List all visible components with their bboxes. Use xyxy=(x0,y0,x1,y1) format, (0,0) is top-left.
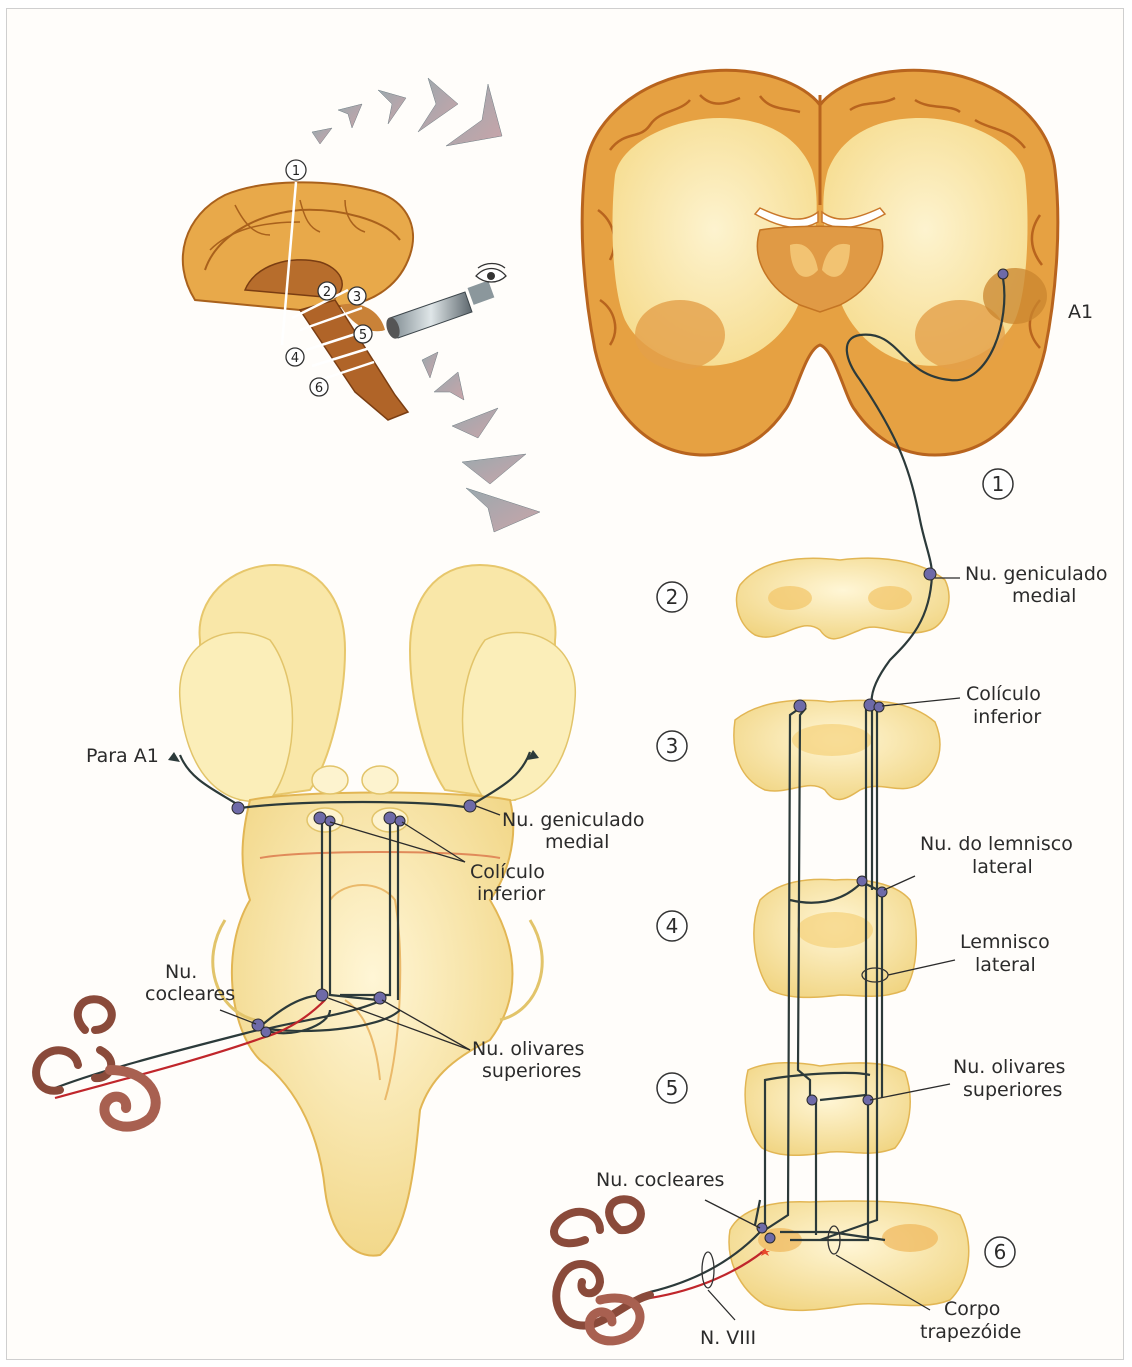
svg-text:3: 3 xyxy=(353,290,361,305)
svg-text:2: 2 xyxy=(666,585,679,609)
inset-section-number-4: 4 xyxy=(286,348,304,366)
svg-text:5: 5 xyxy=(666,1076,679,1100)
lemnisco-nucleo-label-line2: lateral xyxy=(972,856,1033,878)
svg-text:1: 1 xyxy=(292,164,300,179)
inset-section-number-1: 1 xyxy=(286,160,306,180)
cochlea-left xyxy=(36,999,156,1126)
brainstem-dorsal-view xyxy=(180,565,576,1256)
inset-section-number-6: 6 xyxy=(310,378,328,396)
geniculado-left-label-line1: Nu. geniculado xyxy=(502,809,645,831)
coliculo-right-label-line1: Colículo xyxy=(966,683,1041,705)
svg-text:6: 6 xyxy=(994,1240,1007,1264)
corpo-trapezoide-label-line1: Corpo xyxy=(944,1298,1000,1320)
geniculado-left-label-line2: medial xyxy=(545,831,609,853)
section-number-1: 1 xyxy=(983,469,1013,499)
cocleares-right-label: Nu. cocleares xyxy=(596,1169,724,1191)
olivares-right-label-line1: Nu. olivares xyxy=(953,1056,1065,1078)
eye-icon xyxy=(476,264,506,283)
svg-text:4: 4 xyxy=(666,914,679,938)
lemnisco-lateral-label-line2: lateral xyxy=(975,954,1036,976)
coliculo-left-label-line1: Colículo xyxy=(470,861,545,883)
svg-text:3: 3 xyxy=(666,734,679,758)
olivares-left-label-line2: superiores xyxy=(482,1060,581,1082)
coronal-section-1 xyxy=(582,70,1058,455)
section-number-5: 5 xyxy=(657,1073,687,1103)
inset-section-number-2: 2 xyxy=(318,282,336,300)
section-4 xyxy=(754,879,916,997)
sagittal-brain-inset: 1 2 3 4 5 6 xyxy=(183,160,413,420)
olivares-right-label-line2: superiores xyxy=(963,1079,1062,1101)
para-a1-label: Para A1 xyxy=(86,745,159,767)
inset-section-number-5: 5 xyxy=(354,325,372,343)
lemnisco-lateral-label-line1: Lemnisco xyxy=(960,931,1050,953)
cocleares-left-label-line2: cocleares xyxy=(145,983,235,1005)
svg-text:6: 6 xyxy=(315,381,323,396)
section-number-2: 2 xyxy=(657,582,687,612)
cocleares-left-label-line1: Nu. xyxy=(165,961,197,983)
geniculado-right-label-line2: medial xyxy=(1012,585,1076,607)
nviii-label: N. VIII xyxy=(700,1327,756,1349)
svg-text:2: 2 xyxy=(323,285,331,300)
svg-text:1: 1 xyxy=(992,472,1005,496)
section-number-4: 4 xyxy=(657,911,687,941)
cochlea-right xyxy=(554,1199,650,1341)
direction-arrows-top xyxy=(312,78,502,146)
geniculado-right-label-line1: Nu. geniculado xyxy=(965,563,1108,585)
corpo-trapezoide-label-line2: trapezóide xyxy=(920,1321,1021,1343)
a1-label: A1 xyxy=(1068,301,1093,323)
a1-region xyxy=(983,268,1047,324)
lemnisco-nucleo-label-line1: Nu. do lemnisco xyxy=(920,833,1073,855)
svg-text:4: 4 xyxy=(291,351,299,366)
section-number-3: 3 xyxy=(657,731,687,761)
section-3 xyxy=(734,700,940,799)
direction-arrows-bottom xyxy=(422,352,540,532)
section-number-6: 6 xyxy=(985,1237,1015,1267)
coliculo-left-label-line2: inferior xyxy=(477,883,545,905)
arrow-to-a1-left xyxy=(168,752,180,762)
inset-section-number-3: 3 xyxy=(348,287,366,305)
olivares-left-label-line1: Nu. olivares xyxy=(472,1038,584,1060)
svg-text:5: 5 xyxy=(359,328,367,343)
coliculo-right-label-line2: inferior xyxy=(973,706,1041,728)
section-5 xyxy=(745,1063,910,1156)
viewing-scope-icon xyxy=(384,280,494,340)
